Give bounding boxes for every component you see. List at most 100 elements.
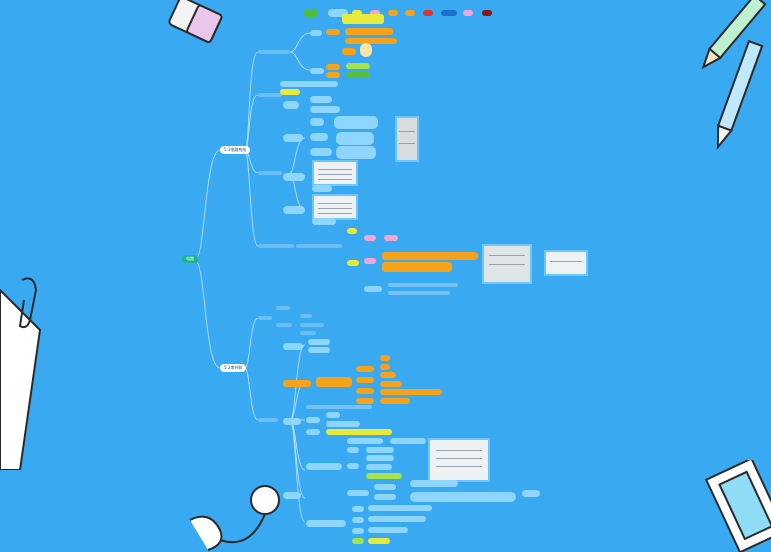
topic-node[interactable] [310,148,332,156]
topic-node[interactable] [366,473,402,479]
topic-node[interactable] [356,377,374,383]
topic-node[interactable] [347,228,357,234]
legend-chip[interactable] [482,10,492,16]
topic-node[interactable] [326,72,340,78]
topic-node[interactable] [352,517,364,523]
topic-node[interactable] [308,339,330,345]
image-thumbnail[interactable] [312,194,358,220]
topic-node[interactable] [347,438,383,444]
topic-node[interactable] [382,252,478,260]
image-thumbnail[interactable] [312,160,358,186]
topic-node[interactable] [352,528,364,534]
topic-node[interactable] [310,118,324,126]
topic-node[interactable] [336,146,376,159]
legend-chip[interactable] [328,9,348,17]
image-thumbnail[interactable] [395,116,419,162]
topic-node[interactable] [326,64,340,70]
topic-node[interactable] [310,133,328,141]
topic-node[interactable] [388,291,450,295]
topic-node[interactable] [345,38,397,44]
topic-node[interactable] [347,260,359,266]
topic-node[interactable] [364,258,376,264]
topic-node[interactable] [374,494,396,500]
topic-node[interactable] [306,417,320,423]
root-node[interactable]: 电路 [182,255,198,263]
topic-node[interactable] [380,389,442,395]
topic-node[interactable] [410,480,458,487]
topic-node[interactable] [306,520,346,527]
topic-node[interactable] [368,516,426,522]
subtopic-node[interactable] [300,314,312,318]
topic-node[interactable] [346,72,370,78]
topic-node[interactable] [312,218,336,225]
topic-node[interactable] [326,421,360,427]
topic-node[interactable] [380,355,390,361]
topic-node[interactable] [366,447,394,453]
image-thumbnail[interactable] [482,244,532,284]
topic-node[interactable] [283,380,311,387]
topic-node[interactable] [364,286,382,292]
legend-chip[interactable] [441,10,457,16]
subtopic-node[interactable] [258,244,294,248]
topic-node[interactable] [283,418,301,425]
subtopic-node[interactable] [300,331,316,335]
topic-node[interactable] [380,398,410,404]
image-thumbnail[interactable] [428,438,490,482]
topic-node[interactable] [352,506,364,512]
branch-node-2[interactable]: 5.2串并联 [220,364,247,372]
topic-node[interactable] [356,388,374,394]
topic-node[interactable] [283,492,301,499]
topic-node[interactable] [310,96,332,103]
legend-chip[interactable] [423,10,433,16]
topic-node[interactable] [368,538,390,544]
topic-node[interactable] [342,48,356,55]
topic-node[interactable] [368,505,432,511]
topic-node[interactable] [306,405,372,409]
topic-node[interactable] [283,206,305,214]
topic-node[interactable] [326,29,340,35]
subtopic-node[interactable] [258,418,278,422]
topic-node[interactable] [380,372,396,378]
topic-node[interactable] [388,283,458,287]
legend-chip[interactable] [370,10,380,16]
topic-node[interactable] [310,106,340,113]
topic-node[interactable] [384,235,398,241]
topic-node[interactable] [283,343,303,350]
topic-node[interactable] [356,366,374,372]
topic-node[interactable] [347,463,359,469]
topic-node[interactable] [326,429,392,435]
legend-chip[interactable] [304,9,318,17]
topic-node[interactable] [390,438,426,444]
topic-node[interactable] [280,81,338,87]
topic-node[interactable] [342,14,384,24]
subtopic-node[interactable] [258,171,282,175]
topic-node[interactable] [283,134,303,142]
legend-chip[interactable] [388,10,398,16]
topic-node[interactable] [310,30,322,36]
topic-node[interactable] [310,68,324,74]
topic-node[interactable] [312,185,332,192]
subtopic-node[interactable] [276,323,292,327]
topic-node[interactable] [316,377,352,387]
topic-node[interactable] [283,101,299,109]
topic-node[interactable] [522,490,540,497]
topic-node[interactable] [306,463,342,470]
subtopic-node[interactable] [276,306,290,310]
topic-node[interactable] [296,244,342,248]
topic-node[interactable] [280,89,300,95]
topic-node[interactable] [366,464,392,470]
subtopic-node[interactable] [258,93,282,97]
topic-node[interactable] [347,447,359,453]
topic-node[interactable] [283,173,305,181]
topic-node[interactable] [366,455,394,461]
branch-node-1[interactable]: 5.1电路构成 [220,146,251,154]
legend-chip[interactable] [352,10,362,16]
topic-node[interactable] [306,429,320,435]
topic-node[interactable] [356,398,374,404]
topic-node[interactable] [308,347,330,353]
topic-node[interactable] [334,116,378,129]
subtopic-node[interactable] [258,50,290,54]
topic-node[interactable] [410,492,516,502]
legend-chip[interactable] [463,10,473,16]
topic-node[interactable] [368,527,408,533]
